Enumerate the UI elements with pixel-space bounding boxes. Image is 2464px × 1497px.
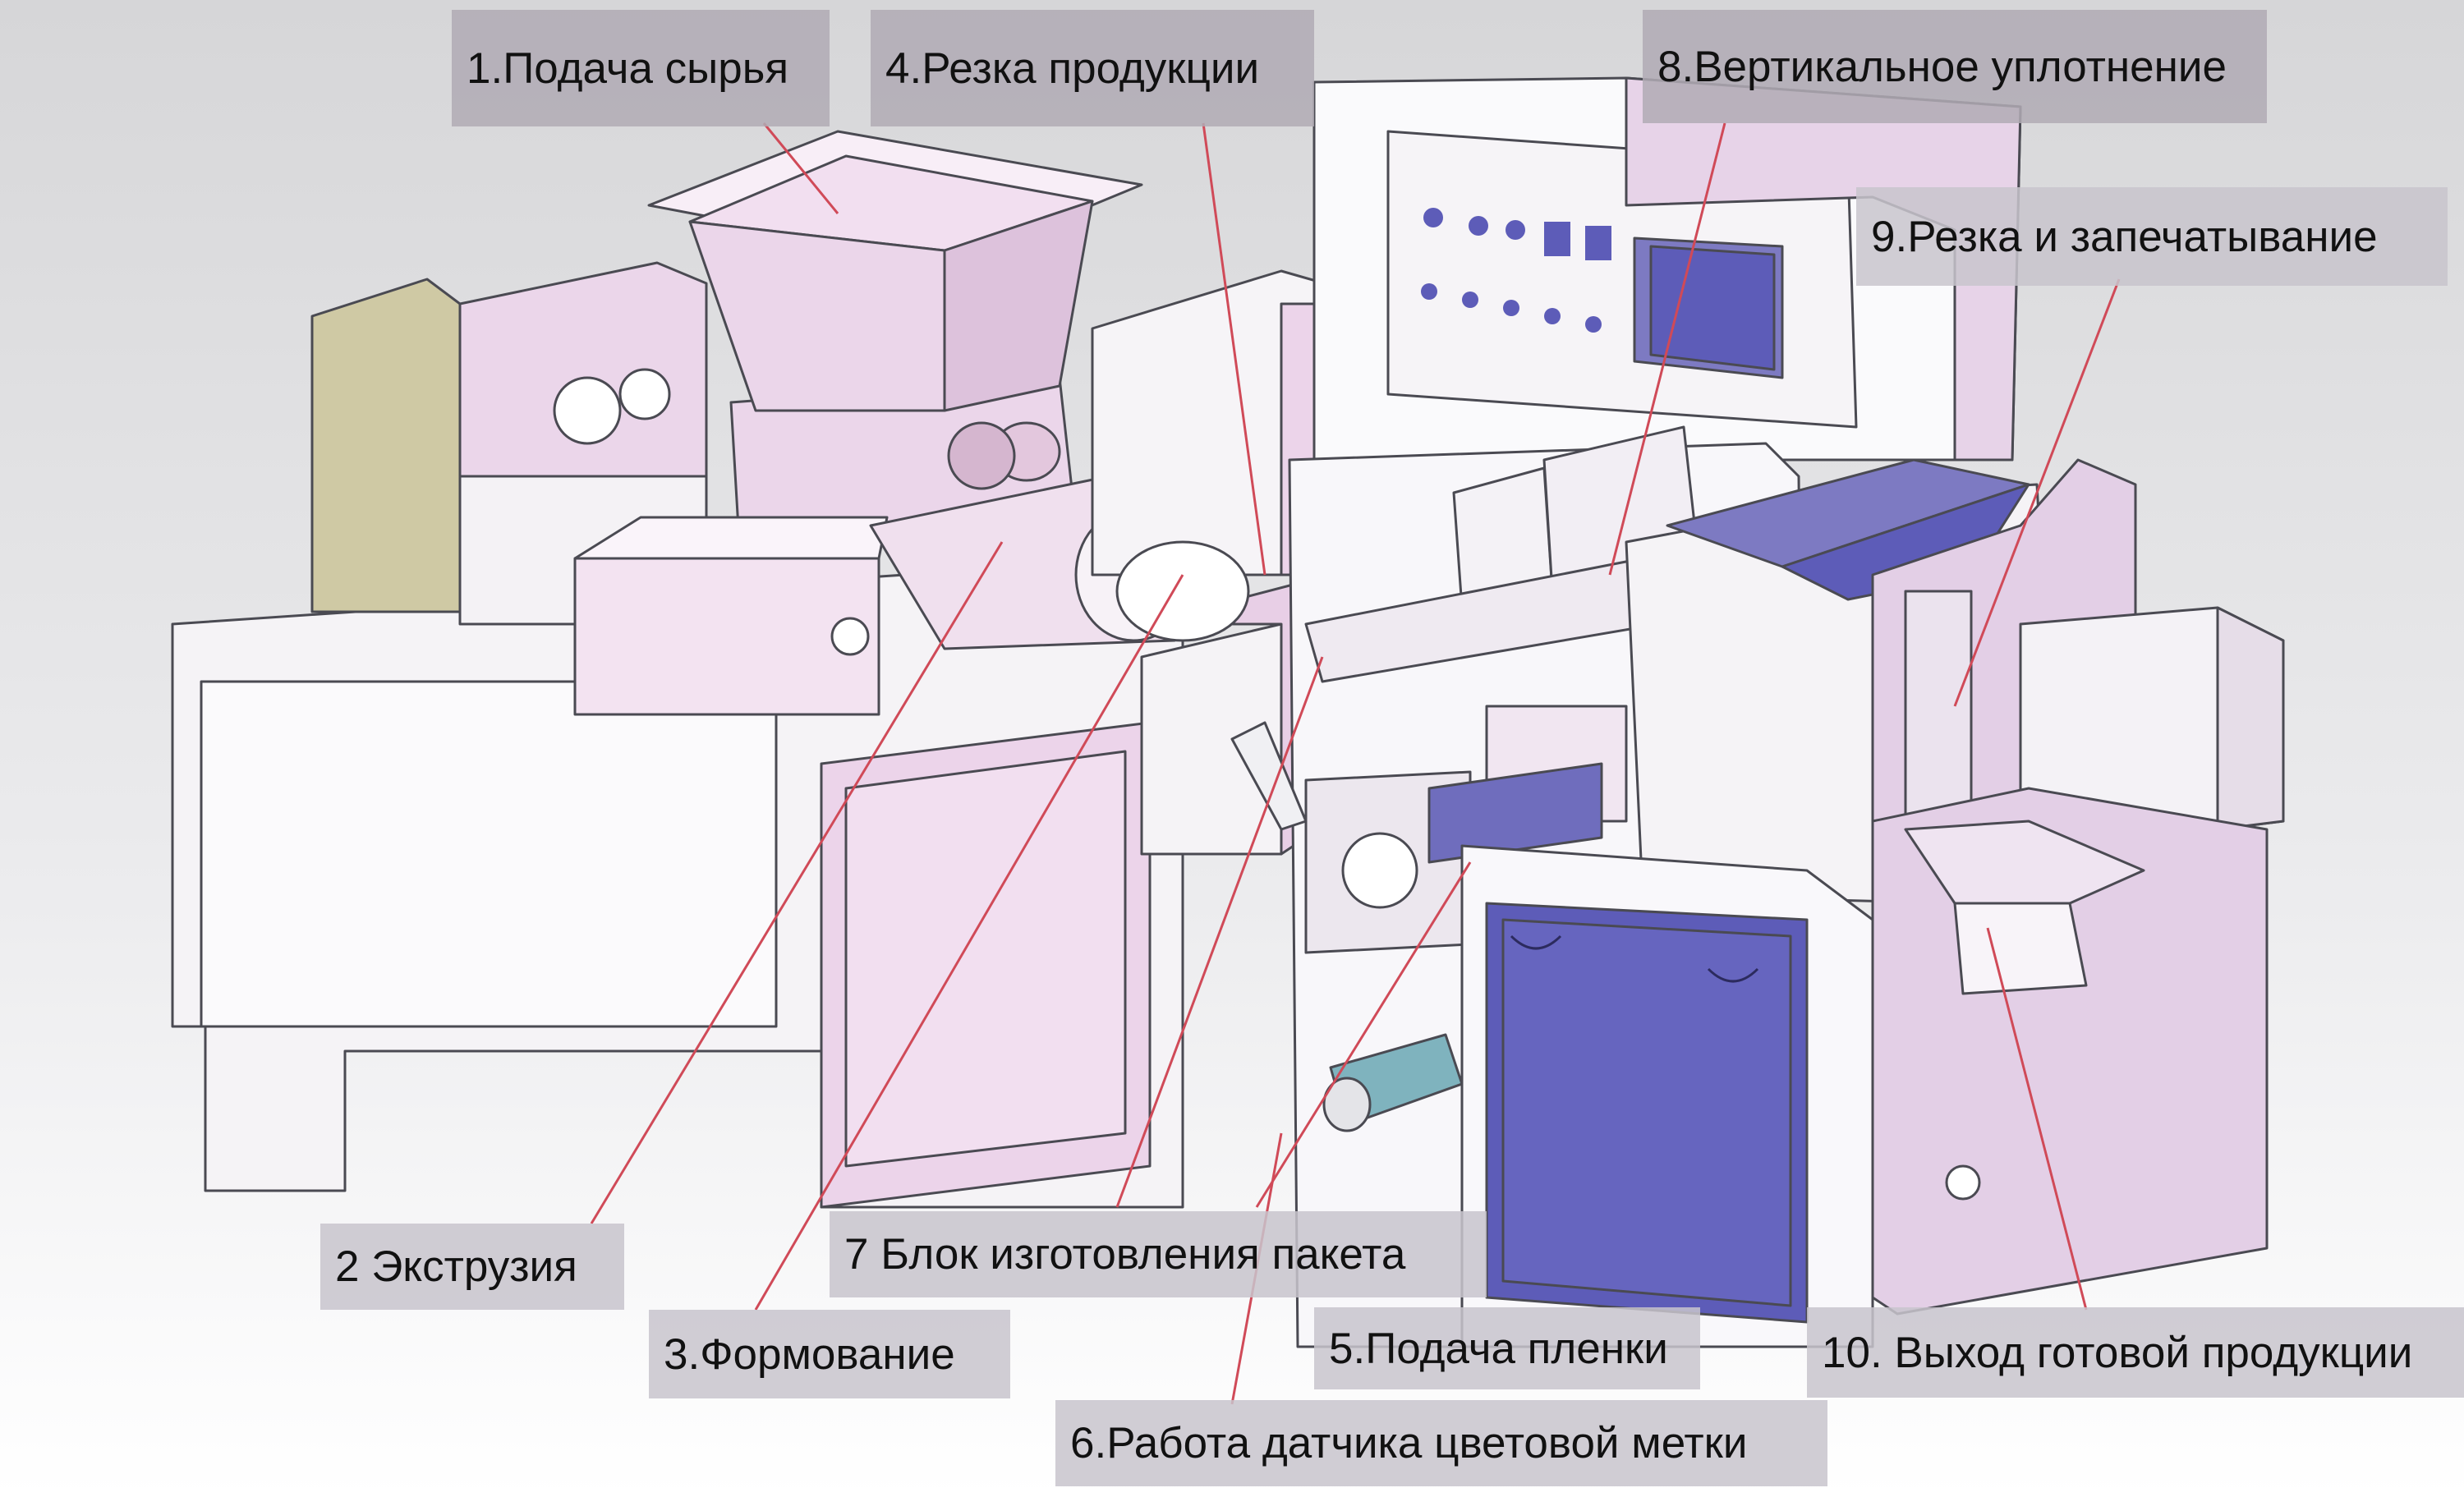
- leader-line-5: [1255, 861, 1472, 1208]
- label-extrusion: 2 Экструзия: [320, 1224, 624, 1310]
- label-text-6: 6.Работа датчика цветовой метки: [1070, 1419, 1748, 1467]
- label-finished-product-output: 10. Выход готовой продукции: [1807, 1307, 2464, 1398]
- leader-line-8: [1608, 122, 1726, 576]
- cut-seal-unit: [1625, 458, 2285, 905]
- vertical-sealer: [1304, 425, 1702, 683]
- leader-line-10: [1986, 927, 2088, 1311]
- label-text-5: 5.Подача пленки: [1329, 1324, 1668, 1373]
- label-text-3: 3.Формование: [664, 1329, 955, 1379]
- label-film-feed: 5.Подача пленки: [1314, 1307, 1700, 1389]
- leader-line-9: [1953, 278, 2121, 707]
- label-text-10: 10. Выход готовой продукции: [1822, 1328, 2413, 1377]
- label-raw-material-feed: 1.Подача сырья: [452, 10, 830, 126]
- label-text-2: 2 Экструзия: [335, 1242, 577, 1291]
- label-forming: 3.Формование: [649, 1310, 1010, 1398]
- label-text-9: 9.Резка и запечатывание: [1871, 212, 2378, 261]
- label-product-cutting: 4.Резка продукции: [871, 10, 1314, 126]
- label-cutting-sealing: 9.Резка и запечатывание: [1856, 187, 2448, 286]
- leader-line-7: [1115, 656, 1324, 1208]
- label-text-8: 8.Вертикальное уплотнение: [1657, 42, 2227, 91]
- bag-maker-base: [1460, 844, 1874, 1348]
- output-chute: [1871, 787, 2269, 1316]
- leader-line-2: [590, 541, 1004, 1224]
- leader-line-1: [762, 122, 839, 214]
- label-vertical-sealing: 8.Вертикальное уплотнение: [1643, 10, 2267, 123]
- leader-lines: [590, 122, 2121, 1405]
- hopper: [647, 130, 1143, 412]
- leader-line-3: [754, 574, 1184, 1311]
- label-bag-making-unit: 7 Блок изготовления пакета: [830, 1211, 1487, 1297]
- label-text-7: 7 Блок изготовления пакета: [844, 1230, 1406, 1279]
- label-color-mark-sensor: 6.Работа датчика цветовой метки: [1055, 1400, 1827, 1486]
- label-text-1: 1.Подача сырья: [467, 44, 789, 93]
- leader-line-4: [1202, 122, 1266, 576]
- extruder-table: [171, 565, 1184, 1209]
- label-text-4: 4.Резка продукции: [885, 44, 1260, 93]
- control-tower: [1312, 76, 2022, 461]
